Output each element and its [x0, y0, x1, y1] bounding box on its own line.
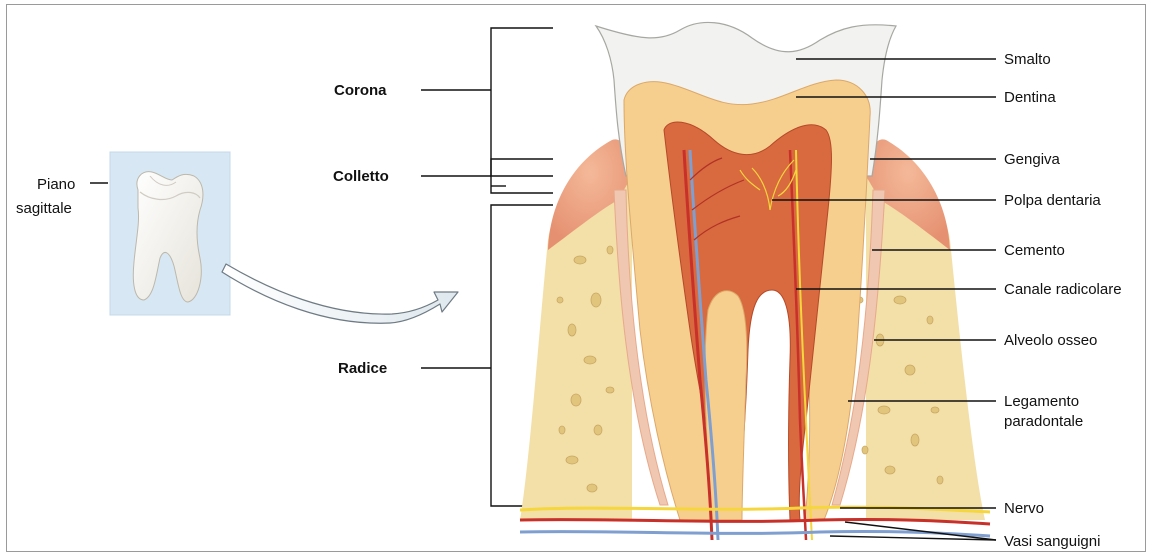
- legamento-label-line2: paradontale: [1004, 413, 1083, 430]
- dentina-label: Dentina: [1004, 89, 1056, 106]
- gengiva-label: Gengiva: [1004, 151, 1061, 168]
- corona-label: Corona: [334, 82, 387, 99]
- inter-radicular-dentin: [705, 291, 747, 520]
- colletto-label: Colletto: [333, 168, 389, 185]
- legamento-label-line1: Legamento: [1004, 393, 1079, 410]
- artery-base: [520, 519, 990, 524]
- nervo-label: Nervo: [1004, 500, 1044, 517]
- canale-label: Canale radicolare: [1004, 281, 1122, 298]
- smalto-label: Smalto: [1004, 51, 1051, 68]
- corona-bracket: [491, 28, 553, 176]
- vein-base: [520, 531, 990, 536]
- tooth-cross-section: [520, 22, 990, 540]
- piano-label-line1: Piano: [37, 176, 75, 193]
- radice-label: Radice: [338, 360, 387, 377]
- vasi-label: Vasi sanguigni: [1004, 533, 1100, 550]
- sagittal-plane-panel: [110, 152, 230, 315]
- curved-arrow-icon: [222, 264, 458, 323]
- cemento-label: Cemento: [1004, 242, 1065, 259]
- alveolo-label: Alveolo osseo: [1004, 332, 1097, 349]
- polpa-label: Polpa dentaria: [1004, 192, 1101, 209]
- piano-label-line2: sagittale: [16, 200, 72, 217]
